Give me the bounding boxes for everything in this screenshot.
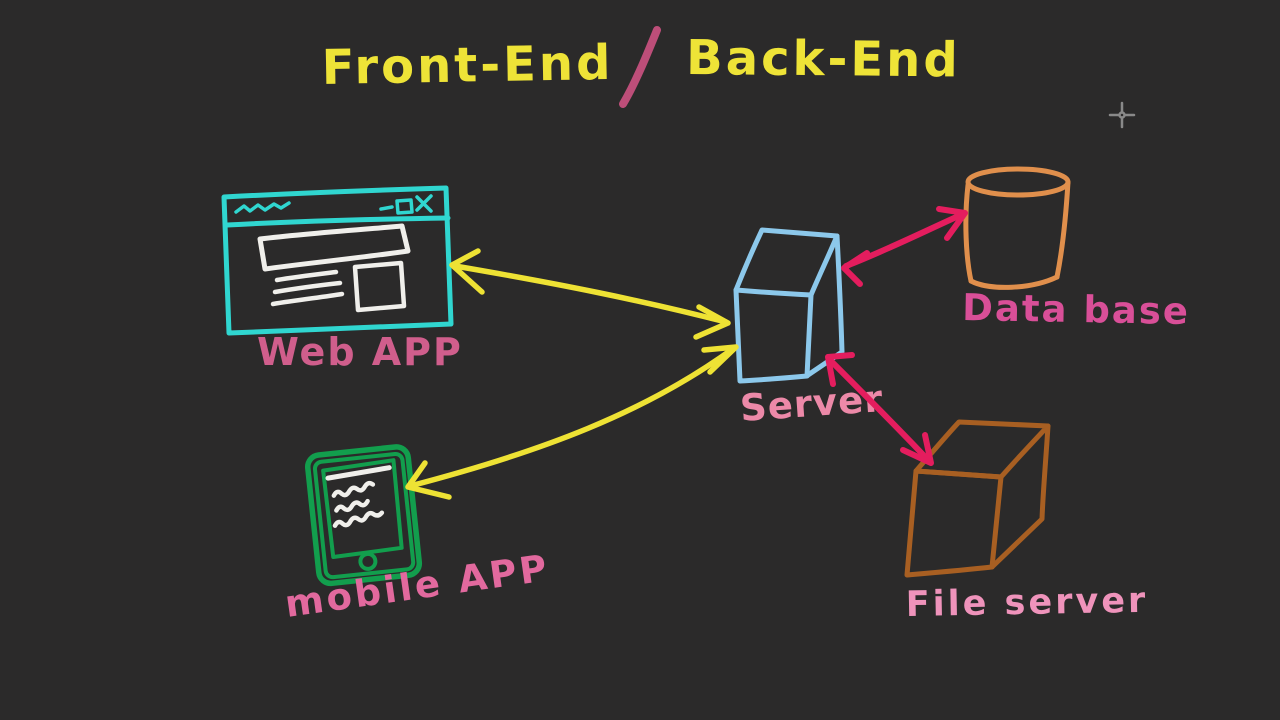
home-button [358, 551, 378, 571]
arrowhead-web-end [449, 248, 485, 295]
browser-window-sketch [221, 185, 454, 336]
file-box-right [989, 423, 1051, 570]
title-group: Front-End Back-End [321, 26, 961, 108]
close-icon [415, 194, 433, 213]
cylinder-bottom [968, 274, 1060, 290]
arrowhead-server-end [701, 344, 739, 375]
page-text-line [272, 280, 343, 295]
screen-text-squiggle [331, 480, 376, 498]
smartphone-sketch [305, 444, 423, 587]
database-node: Data base [962, 166, 1191, 333]
cylinder-right-side [1054, 179, 1071, 280]
connection-mobile-server [405, 344, 739, 500]
phone-screen [321, 458, 404, 560]
crosshair-center [1118, 111, 1126, 119]
page-banner-sketch [257, 223, 411, 272]
arrowhead-server-end [693, 304, 731, 340]
title-back-end: Back-End [686, 30, 961, 88]
frontend-connections [405, 248, 739, 500]
page-text-line [270, 291, 345, 307]
database-cylinder-sketch [963, 166, 1071, 290]
arrowhead-file-end [900, 432, 934, 466]
file-server-label: File server [905, 581, 1148, 625]
connection-server-fileserver [825, 352, 934, 466]
crosshair-cursor-icon [1108, 101, 1136, 129]
minimize-icon [379, 205, 394, 211]
phone-body [305, 444, 423, 587]
title-front-end: Front-End [321, 35, 614, 96]
server-box-sketch [733, 227, 845, 384]
screen-text-squiggle [334, 498, 370, 513]
page-text-line [274, 269, 339, 283]
arrow-line [826, 356, 932, 464]
screen-text-squiggle [332, 510, 385, 528]
screen-content-sketch [325, 465, 392, 528]
arrowhead-server-end [825, 352, 855, 387]
connection-web-server [449, 248, 731, 340]
address-bar-squiggle [234, 201, 291, 214]
cylinder-left-side [963, 182, 974, 284]
server-node: Server [733, 227, 885, 430]
backend-connections [825, 206, 968, 466]
page-image-placeholder [352, 260, 407, 313]
arrowhead-server-end [841, 250, 870, 287]
server-box-top [733, 227, 840, 298]
web-app-node: Web APP [221, 185, 463, 374]
arrowhead-database-end [936, 206, 968, 241]
server-label: Server [739, 377, 885, 430]
database-label: Data base [962, 286, 1191, 333]
web-app-label: Web APP [257, 330, 463, 374]
slash-icon [619, 26, 661, 108]
arrowhead-mobile-end [405, 460, 452, 500]
browser-titlebar-divider [224, 215, 451, 228]
page-content-sketch [257, 223, 411, 313]
screen-header-line [325, 465, 392, 481]
arrow-line [452, 263, 729, 325]
phone-body-group [305, 444, 423, 587]
arrow-line [407, 345, 737, 489]
server-box-right [805, 233, 845, 378]
phone-inner-outline [312, 451, 416, 580]
browser-frame [221, 185, 454, 336]
connection-server-database [841, 206, 968, 287]
maximize-icon [395, 198, 414, 215]
